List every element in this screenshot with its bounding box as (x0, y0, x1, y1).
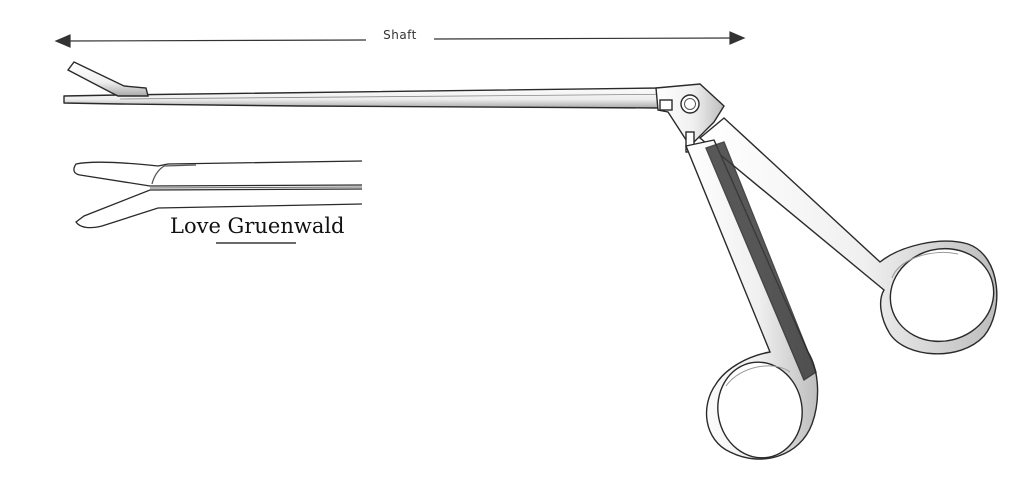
shaft-arrowhead-right (729, 31, 746, 45)
shaft-arrowhead-left (54, 34, 71, 48)
shaft-arrow-line-right (433, 37, 733, 40)
thumb-ring-hole (889, 247, 995, 343)
shaft-arrow-line-left (65, 39, 367, 42)
finger-ring-hole (717, 361, 803, 459)
forceps-shaft (63, 85, 707, 109)
forceps-finger-handle (685, 139, 819, 460)
forceps-pivot (655, 83, 725, 153)
pivot-screw (680, 94, 700, 114)
shaft-dimension-arrow (54, 31, 746, 48)
shaft-label: Shaft (366, 28, 434, 42)
forceps-thumb-handle (698, 117, 998, 355)
instrument-name-label: Love Gruenwald (170, 214, 345, 238)
forceps-upper-jaw (66, 61, 149, 97)
jaw-detail-inset (73, 160, 363, 229)
detail-lower-jaw (75, 188, 363, 229)
detail-upper-jaw (73, 160, 363, 187)
